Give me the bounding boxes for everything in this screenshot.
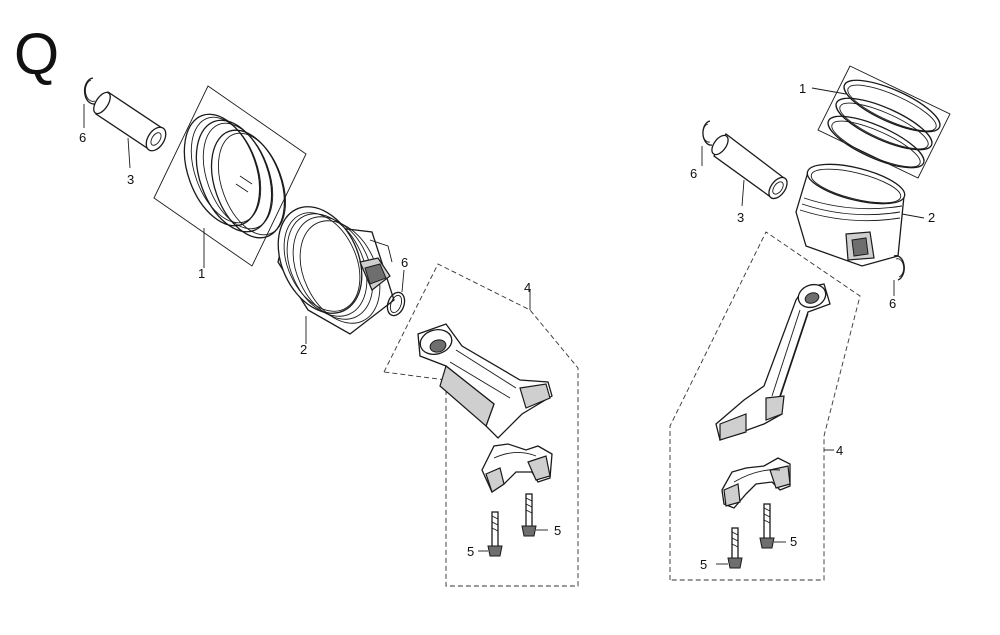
right-clip-a-label: 6 xyxy=(690,166,698,181)
right-rod-bolt-b xyxy=(759,503,786,549)
left-rod-bolt-a xyxy=(478,511,503,557)
left-piston-pin xyxy=(93,91,167,169)
left-clip-b-label: 6 xyxy=(401,255,409,270)
right-piston-label: 2 xyxy=(928,210,936,225)
right-connecting-rod-label: 4 xyxy=(836,443,844,458)
left-clip-a-label: 6 xyxy=(79,130,87,145)
right-rod-cap xyxy=(721,457,791,509)
left-piston-pin-clip-b xyxy=(386,269,406,317)
right-connecting-rod-group-outline xyxy=(669,231,861,581)
left-bolt-b-label: 5 xyxy=(554,523,562,538)
left-connecting-rod xyxy=(417,323,553,439)
right-bolt-b-label: 5 xyxy=(790,534,798,549)
left-rod-bolt-b xyxy=(521,493,548,537)
right-piston-pin xyxy=(711,133,788,207)
left-piston xyxy=(277,206,395,344)
left-piston-pin-label: 3 xyxy=(127,172,135,187)
left-connecting-rod-label: 4 xyxy=(524,280,532,295)
right-piston-pin-label: 3 xyxy=(737,210,745,225)
left-piston-label: 2 xyxy=(300,342,308,357)
right-rod-bolt-a xyxy=(716,527,743,569)
right-ring-set-label: 1 xyxy=(799,81,807,96)
left-bolt-a-label: 5 xyxy=(467,544,475,559)
right-piston-pin-clip-a xyxy=(701,120,713,166)
left-connecting-rod-group-outline xyxy=(383,263,579,587)
left-ring-set-label: 1 xyxy=(198,266,206,281)
right-connecting-rod xyxy=(715,283,831,441)
right-piston xyxy=(795,163,925,267)
right-bolt-a-label: 5 xyxy=(700,557,708,572)
right-piston-ring-set xyxy=(811,65,951,179)
right-clip-b-label: 6 xyxy=(889,296,897,311)
left-piston-ring-set xyxy=(153,85,307,268)
left-piston-pin-clip-a xyxy=(83,77,98,128)
left-rod-cap xyxy=(481,443,553,493)
section-letter: Q xyxy=(14,22,60,87)
right-piston-pin-clip-b xyxy=(893,254,905,296)
